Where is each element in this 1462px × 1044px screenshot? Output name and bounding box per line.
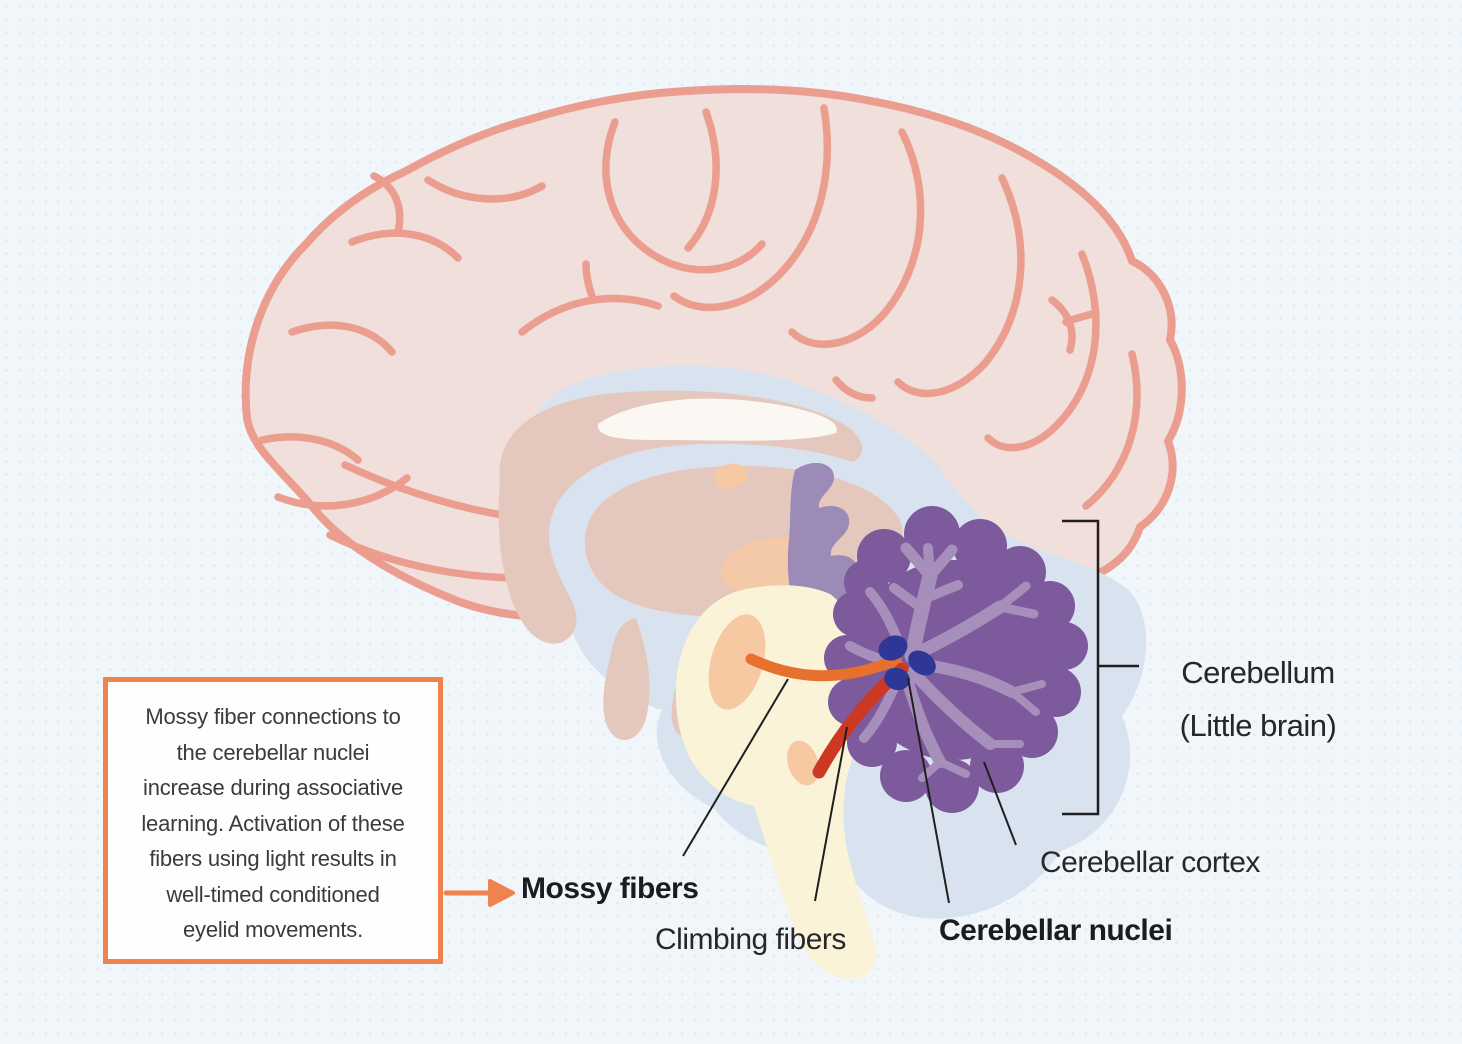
corpus-callosum bbox=[498, 390, 863, 644]
pons-oval-small bbox=[787, 740, 819, 786]
cerebellum-label-line1: Cerebellum bbox=[1181, 655, 1335, 690]
hypothalamus-oval bbox=[714, 463, 748, 489]
mossy-fibers-label: Mossy fibers bbox=[521, 872, 699, 905]
cerebellum-bracket bbox=[1062, 519, 1139, 816]
leader-mossy-fibers bbox=[682, 678, 789, 857]
fornix-stalk bbox=[603, 618, 650, 741]
cerebellar-nuclei-label: Cerebellar nuclei bbox=[939, 914, 1173, 947]
cerebellar-cortex-label: Cerebellar cortex bbox=[1040, 846, 1260, 879]
brainstem bbox=[675, 585, 877, 979]
pons-oval-large bbox=[708, 614, 766, 710]
lateral-ventricle bbox=[597, 398, 837, 441]
cerebellum-label-line2: (Little brain) bbox=[1179, 708, 1337, 743]
leader-lines bbox=[682, 677, 1017, 904]
leader-cerebellar-nuclei bbox=[907, 677, 950, 904]
climbing-fibers-label: Climbing fibers bbox=[655, 923, 846, 956]
leader-cerebellar-cortex bbox=[983, 761, 1017, 846]
annotation-arrow bbox=[443, 879, 515, 907]
cerebellum-label: Cerebellum (Little brain) bbox=[1152, 655, 1364, 744]
cerebellar-nuclei-blobs bbox=[878, 635, 936, 691]
leader-climbing-fibers bbox=[814, 726, 848, 902]
mossy-fiber-path bbox=[745, 653, 902, 682]
